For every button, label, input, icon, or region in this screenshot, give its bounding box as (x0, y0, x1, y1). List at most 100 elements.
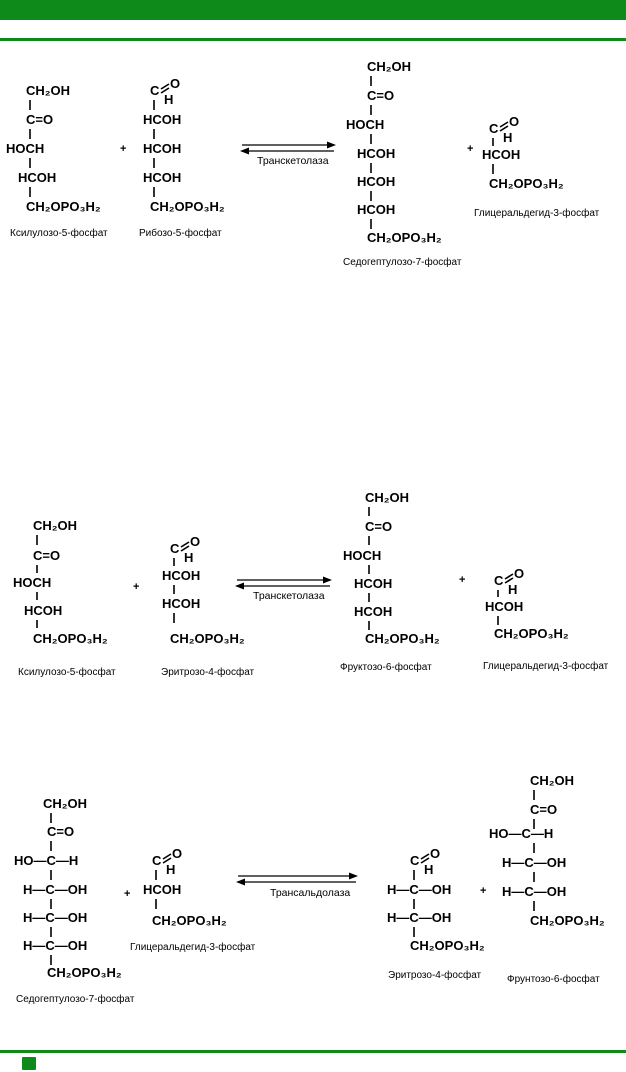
molecule-label: Эритрозо-4-фосфат (161, 666, 255, 678)
formula-row: H—C—OH (23, 938, 87, 953)
molecule-label: Седогептулозо-7-фосфат (343, 256, 462, 268)
formula-row: H (166, 862, 175, 877)
molecule-erythrose-4-phosphate: C O H H—C—OH H—C—OH CH₂OPO₃H₂ Эритрозо-4… (387, 846, 485, 981)
formula-row: H—C—OH (387, 882, 451, 897)
formula-row: HCOH (482, 147, 520, 162)
molecule-label: Фрунтозо-6-фосфат (507, 973, 600, 985)
formula-row: CH₂OPO₃H₂ (26, 199, 101, 214)
svg-text:O: O (170, 76, 180, 91)
equilibrium-arrow: Транскетолаза (240, 141, 336, 167)
formula-row: CH₂OPO₃H₂ (47, 965, 122, 980)
molecule-label: Глицеральдегид-3-фосфат (483, 660, 609, 672)
svg-text:C: C (410, 853, 420, 868)
formula-row: HCOH (162, 568, 200, 583)
molecule-label: Глицеральдегид-3-фосфат (130, 941, 256, 953)
formula-row: HCOH (354, 576, 392, 591)
svg-text:C: C (489, 121, 499, 136)
svg-text:O: O (430, 846, 440, 861)
formula-row: HOCH (346, 117, 384, 132)
molecule-fructose-6-phosphate: CH₂OH C=O HOCH HCOH HCOH CH₂OPO₃H₂ Фрукт… (340, 490, 440, 673)
molecule-xylulose-5-phosphate: CH₂OH C=O HOCH HCOH CH₂OPO₃H₂ Ксилулозо-… (6, 83, 108, 239)
formula-row: H—C—OH (23, 910, 87, 925)
formula-row: HCOH (162, 596, 200, 611)
equilibrium-arrow: Транскетолаза (235, 576, 332, 602)
svg-text:C: C (170, 541, 180, 556)
formula-row: CH₂OPO₃H₂ (367, 230, 442, 245)
molecule-glyceraldehyde-3-phosphate: C O H HCOH CH₂OPO₃H₂ Глицеральдегид-3-фо… (474, 114, 600, 219)
reaction-3: CH₂OH C=O HO—C—H H—C—OH H—C—OH H—C—OH CH… (14, 773, 605, 1005)
molecule-label: Седогептулозо-7-фосфат (16, 993, 135, 1005)
svg-text:C: C (150, 83, 160, 98)
formula-row: CH₂OPO₃H₂ (150, 199, 225, 214)
formula-row: CH₂OPO₃H₂ (152, 913, 227, 928)
formula-row: HCOH (357, 202, 395, 217)
formula-row: H—C—OH (23, 882, 87, 897)
formula-row: H (503, 130, 512, 145)
formula-row: HCOH (143, 141, 181, 156)
formula-row: H (508, 582, 517, 597)
header-divider (0, 38, 626, 41)
formula-row: C=O (47, 824, 74, 839)
formula-row: CH₂OH (530, 773, 574, 788)
formula-row: H (424, 862, 433, 877)
formula-row: HO—C—H (14, 853, 78, 868)
formula-row: C=O (365, 519, 392, 534)
svg-text:O: O (190, 534, 200, 549)
equilibrium-arrow: Трансальдолаза (236, 872, 358, 899)
formula-row: C=O (530, 802, 557, 817)
formula-row: HOCH (343, 548, 381, 563)
formula-row: CH₂OH (26, 83, 70, 98)
formula-row: H (184, 550, 193, 565)
svg-text:C: C (152, 853, 162, 868)
formula-row: C=O (26, 112, 53, 127)
formula-row: CH₂OH (33, 518, 77, 533)
formula-row: HOCH (13, 575, 51, 590)
svg-text:C: C (494, 573, 504, 588)
formula-row: CH₂OPO₃H₂ (410, 938, 485, 953)
formula-row: CH₂OH (365, 490, 409, 505)
reaction-2: CH₂OH C=O HOCH HCOH CH₂OPO₃H₂ Ксилулозо-… (13, 490, 609, 678)
formula-row: C=O (367, 88, 394, 103)
molecule-erythrose-4-phosphate: C O H HCOH HCOH CH₂OPO₃H₂ Эритрозо-4-фос… (161, 534, 255, 678)
molecule-fructose-6-phosphate: CH₂OH C=O HO—C—H H—C—OH H—C—OH CH₂OPO₃H₂… (489, 773, 605, 985)
formula-row: HCOH (143, 882, 181, 897)
enzyme-label: Транскетолаза (257, 155, 329, 167)
formula-row: H—C—OH (502, 855, 566, 870)
molecule-glyceraldehyde-3-phosphate: C O H HCOH CH₂OPO₃H₂ Глицеральдегид-3-фо… (483, 566, 609, 672)
formula-row: CH₂OPO₃H₂ (530, 913, 605, 928)
formula-row: H (164, 92, 173, 107)
molecule-label: Эритрозо-4-фосфат (388, 969, 482, 981)
formula-row: HOCH (6, 141, 44, 156)
formula-row: HCOH (354, 604, 392, 619)
formula-row: HO—C—H (489, 826, 553, 841)
molecule-label: Ксилулозо-5-фосфат (18, 666, 116, 678)
formula-row: H—C—OH (387, 910, 451, 925)
molecule-glyceraldehyde-3-phosphate: C O H HCOH CH₂OPO₃H₂ Глицеральдегид-3-фо… (130, 846, 256, 953)
formula-row: CH₂OPO₃H₂ (170, 631, 245, 646)
svg-text:O: O (514, 566, 524, 581)
plus-sign: + (480, 885, 486, 897)
molecule-ribose-5-phosphate: C O H HCOH HCOH HCOH CH₂OPO₃H₂ Рибозо-5-… (139, 76, 225, 239)
plus-sign: + (124, 888, 130, 900)
formula-row: HCOH (24, 603, 62, 618)
formula-row: HCOH (357, 174, 395, 189)
formula-row: CH₂OH (43, 796, 87, 811)
molecule-sedoheptulose-7-phosphate: CH₂OH C=O HOCH HCOH HCOH HCOH CH₂OPO₃H₂ … (343, 59, 462, 268)
plus-sign: + (120, 143, 126, 155)
formula-row: CH₂OPO₃H₂ (494, 626, 569, 641)
svg-text:O: O (172, 846, 182, 861)
footer-divider (0, 1050, 626, 1053)
enzyme-label: Транскетолаза (253, 590, 325, 602)
formula-row: CH₂OH (367, 59, 411, 74)
book-icon[interactable] (22, 1057, 36, 1070)
formula-row: HCOH (143, 170, 181, 185)
formula-row: C=O (33, 548, 60, 563)
formula-row: H—C—OH (502, 884, 566, 899)
plus-sign: + (133, 581, 139, 593)
molecule-label: Фруктозо-6-фосфат (340, 661, 432, 673)
molecule-label: Глицеральдегид-3-фосфат (474, 207, 600, 219)
molecule-label: Рибозо-5-фосфат (139, 227, 222, 239)
formula-row: HCOH (143, 112, 181, 127)
formula-row: HCOH (357, 146, 395, 161)
